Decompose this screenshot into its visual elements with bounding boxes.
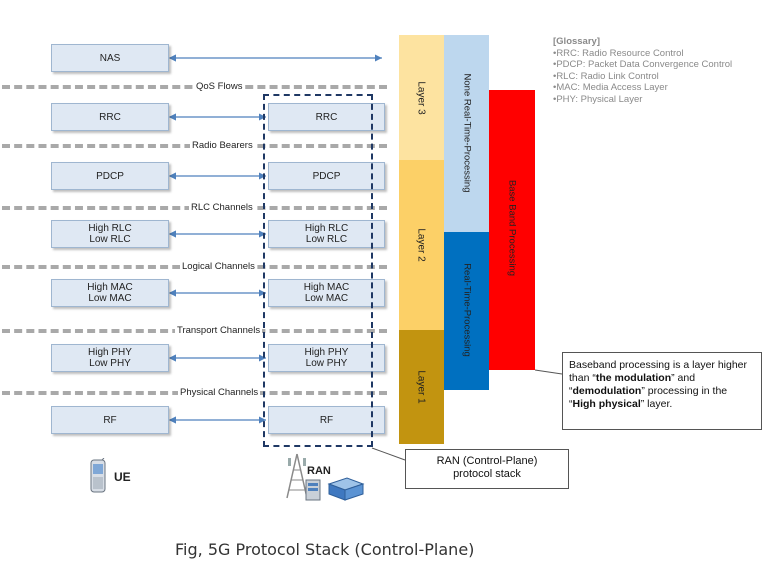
layer2-block [399,160,444,330]
ue-box-nas: NAS [51,44,169,72]
ue-box-label: Low MAC [88,293,132,304]
phone-icon [90,458,106,493]
ran-control-plane-frame [263,94,373,447]
glossary-item-mac: •MAC: Media Access Layer [553,82,668,93]
ran-callout-pointer [371,447,406,461]
ue-box-pdcp: PDCP [51,162,169,190]
ran-box-mac: High MAC Low MAC [268,279,385,307]
channel-label-rlc-channels: RLC Channels [189,202,255,214]
ran-box-label: High PHY [304,347,349,358]
ue-box-phy: High PHY Low PHY [51,344,169,372]
glossary: [Glossary] •RRC: Radio Resource Control … [553,36,732,105]
ran-callout: RAN (Control-Plane) protocol stack [405,449,569,489]
callout-text: ” layer. [640,398,673,410]
ran-box-label: Low PHY [305,358,348,369]
ran-callout-line2: protocol stack [453,468,521,480]
channel-label-transport-channels: Transport Channels [175,325,263,337]
baseband-callout-pointer [534,369,563,375]
ue-box-mac: High MAC Low MAC [51,279,169,307]
baseband-callout: Baseband processing is a layer higher th… [562,352,762,430]
figure-caption: Fig, 5G Protocol Stack (Control-Plane) [175,540,475,559]
ue-box-label: High MAC [87,282,133,293]
baseband-block [489,90,535,370]
callout-text: ” and “ [569,372,696,397]
callout-text: Baseband processing is a layer higher th… [569,359,748,384]
layer2-label: Layer 2 [415,228,427,262]
ran-box-label: RRC [315,111,338,123]
channel-label-logical-channels: Logical Channels [180,261,257,273]
callout-text: ” processing in the “ [569,385,728,410]
channel-label-radio-bearers: Radio Bearers [190,140,255,152]
ue-box-label: High RLC [88,223,132,234]
ran-label: RAN [307,465,331,477]
base-station-icon [305,479,321,501]
callout-bold-high-physical: High physical [572,398,641,410]
real-time-label: Real-Time-Processing [461,263,473,357]
ue-box-rlc: High RLC Low RLC [51,220,169,248]
ue-box-label: NAS [99,52,121,64]
real-time-block [444,232,489,390]
baseband-label: Base Band Processing [506,179,518,277]
ran-box-pdcp: PDCP [268,162,385,190]
glossary-title: [Glossary] [553,36,600,47]
ran-callout-line1: RAN (Control-Plane) [436,455,538,467]
layer1-label: Layer 1 [415,370,427,404]
glossary-item-rlc: •RLC: Radio Link Control [553,70,659,82]
ue-box-label: Low RLC [89,234,131,245]
layer3-label: Layer 3 [415,81,427,115]
non-real-time-block [444,35,489,232]
ran-box-label: High RLC [304,223,349,234]
glossary-item-pdcp: •PDCP: Packet Data Convergence Control [553,59,733,70]
ue-box-rf: RF [51,406,169,434]
ue-box-label: Low PHY [89,358,131,369]
channel-label-qos-flows: QoS Flows [194,81,245,93]
ran-box-phy: High PHY Low PHY [268,344,385,372]
ran-box-rlc: High RLC Low RLC [268,220,385,248]
glossary-item-phy: •PHY: Physical Layer [553,93,643,105]
ue-box-label: High PHY [88,347,132,358]
ran-box-label: PDCP [312,170,341,182]
non-real-time-label: None Real-Time-Processing [461,73,473,193]
ue-box-label: RF [103,414,117,426]
ue-label: UE [114,470,131,484]
layer3-block [399,35,444,160]
layer1-block [399,330,444,444]
ran-box-rrc: RRC [268,103,385,131]
ue-box-label: PDCP [96,170,124,182]
ue-box-label: RRC [99,111,121,123]
callout-bold-modulation: the modulation [595,372,672,384]
ran-box-label: High MAC [303,282,350,293]
ran-box-rf: RF [268,406,385,434]
ue-box-rrc: RRC [51,103,169,131]
ran-box-label: Low MAC [304,293,349,304]
glossary-item-rrc: •RRC: Radio Resource Control [553,47,684,59]
channel-label-physical-channels: Physical Channels [178,387,261,399]
ran-box-label: Low RLC [305,234,348,245]
ran-box-label: RF [319,414,334,426]
server-unit-icon [327,477,365,501]
callout-bold-demodulation: demodulation [572,385,642,397]
antenna-tower-icon [286,453,308,499]
